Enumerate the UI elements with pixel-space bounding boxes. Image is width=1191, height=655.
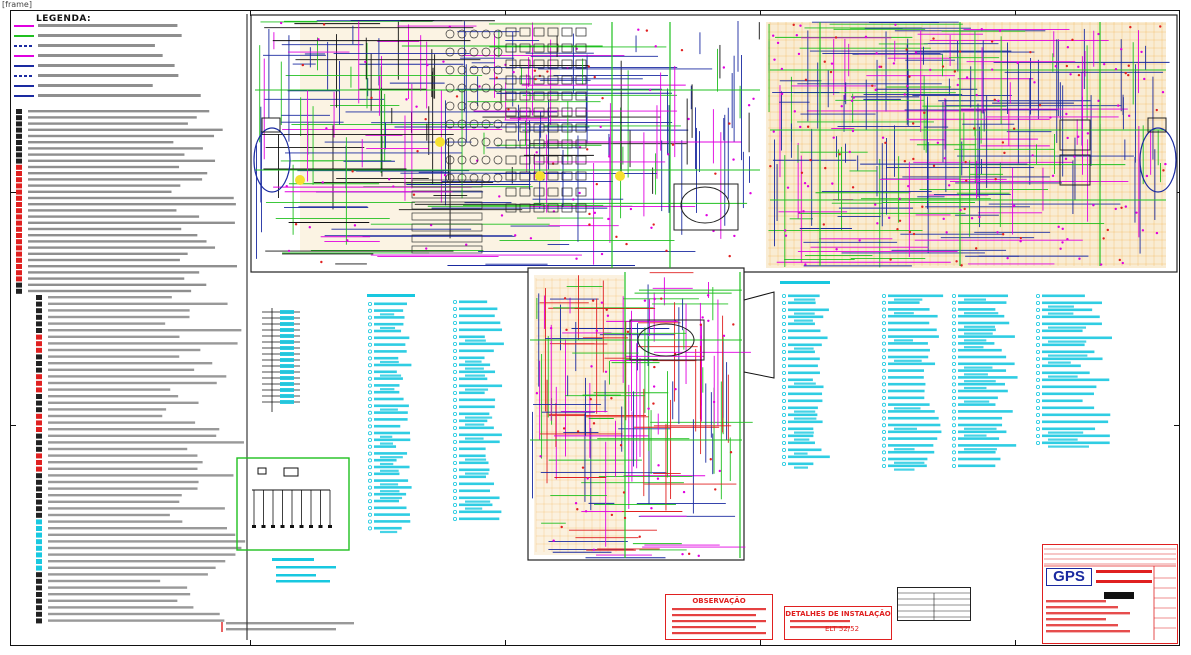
legend-title: LEGENDA: [36, 14, 92, 24]
border-tick [250, 10, 251, 16]
installation-details-box: DETALHES DE INSTALAÇÃO ELT 52/52 [784, 606, 892, 640]
border-tick [505, 10, 506, 16]
furniture-layout [295, 27, 625, 254]
border-tick [505, 640, 506, 646]
circuit-schedules [272, 281, 1112, 583]
gps-logo: GPS [1046, 568, 1092, 586]
installation-details-title: DETALHES DE INSTALAÇÃO [785, 610, 891, 618]
border-tick [10, 425, 16, 426]
border-tick [10, 192, 16, 193]
border-tick [760, 640, 761, 646]
riser-diagram-frame [236, 457, 350, 551]
stair-core-icon [253, 117, 1177, 361]
observation-box: OBSERVAÇÃO [665, 594, 773, 640]
border-tick [1015, 10, 1016, 16]
notes [221, 592, 971, 635]
border-tick [250, 640, 251, 646]
riser-diagram [252, 467, 332, 528]
legend-symbols [14, 24, 246, 624]
drawing-border [10, 10, 1180, 646]
panel-schedule [262, 308, 300, 412]
revision-table [897, 587, 971, 621]
border-tick [1015, 640, 1016, 646]
border-tick [1174, 425, 1180, 426]
frame-tab: [frame] [2, 0, 32, 9]
installation-details-code: ELT 52/52 [825, 625, 860, 633]
observation-title: OBSERVAÇÃO [692, 597, 746, 605]
border-tick [760, 10, 761, 16]
electrical-circuits [255, 20, 1170, 559]
detail-leader [743, 291, 775, 379]
